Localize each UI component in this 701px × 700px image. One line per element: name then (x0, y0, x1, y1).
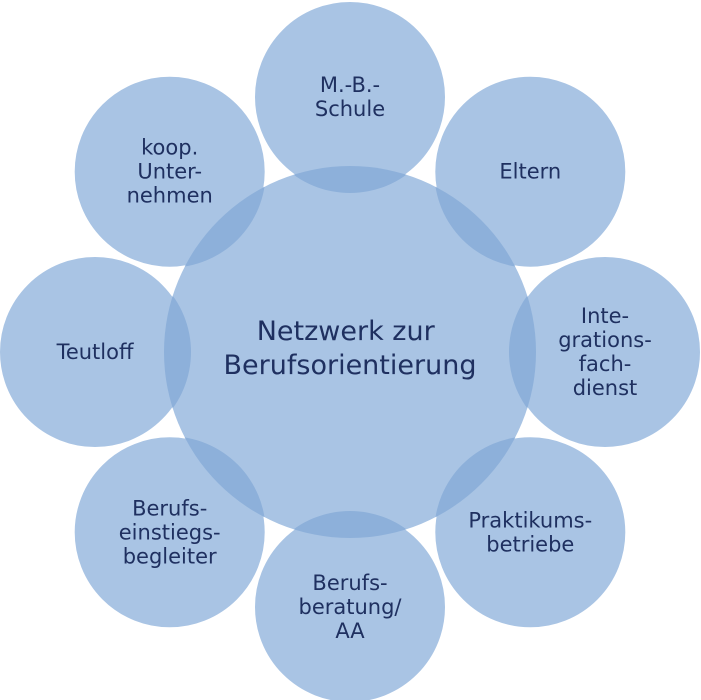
node-circle-berufseinstiegsbegleiter (72, 435, 267, 630)
center-label: Netzwerk zur Berufsorientierung (224, 316, 477, 381)
node-label-line: M.-B.- (320, 73, 380, 97)
node-label-line: nehmen (127, 184, 213, 208)
center-circle-group (164, 166, 536, 538)
node-label-line: betriebe (486, 532, 574, 556)
node-label-line: beratung/ (298, 595, 402, 619)
node-label-line: Inte- (581, 304, 629, 328)
center-label-line-2: Berufsorientierung (224, 350, 477, 381)
node-label-line: koop. (141, 136, 198, 160)
outer-labels-group: M.-B.-SchuleElternInte-grations-fach-die… (56, 73, 652, 643)
node-label-mb-schule: M.-B.-Schule (315, 73, 385, 121)
node-circle-praktikumsbetriebe (433, 435, 628, 630)
node-label-koop-unternehmen: koop.Unter-nehmen (127, 136, 213, 208)
node-label-berufseinstiegsbegleiter: Berufs-einstiegs-begleiter (119, 496, 221, 568)
node-label-line: fach- (579, 352, 632, 376)
node-label-line: begleiter (123, 544, 217, 568)
node-label-teutloff: Teutloff (56, 340, 134, 364)
node-label-eltern: Eltern (499, 160, 561, 184)
node-label-berufsberatung-aa: Berufs-beratung/AA (298, 571, 402, 643)
node-label-integrationsfachdienst: Inte-grations-fach-dienst (558, 304, 652, 400)
center-label-line-1: Netzwerk zur (257, 316, 436, 347)
node-label-line: Schule (315, 97, 385, 121)
node-label-line: AA (335, 619, 365, 643)
node-label-line: Berufs- (132, 496, 207, 520)
center-circle (164, 166, 536, 538)
node-label-line: dienst (573, 376, 638, 400)
node-label-line: Teutloff (56, 340, 134, 364)
node-circle-koop-unternehmen (72, 74, 267, 269)
node-label-line: Praktikums- (468, 508, 592, 532)
node-label-praktikumsbetriebe: Praktikums-betriebe (468, 508, 592, 556)
node-label-line: grations- (558, 328, 652, 352)
node-label-line: Eltern (499, 160, 561, 184)
node-circle-eltern (433, 74, 628, 269)
node-label-line: Berufs- (312, 571, 387, 595)
node-label-line: Unter- (137, 160, 202, 184)
node-label-line: einstiegs- (119, 520, 221, 544)
